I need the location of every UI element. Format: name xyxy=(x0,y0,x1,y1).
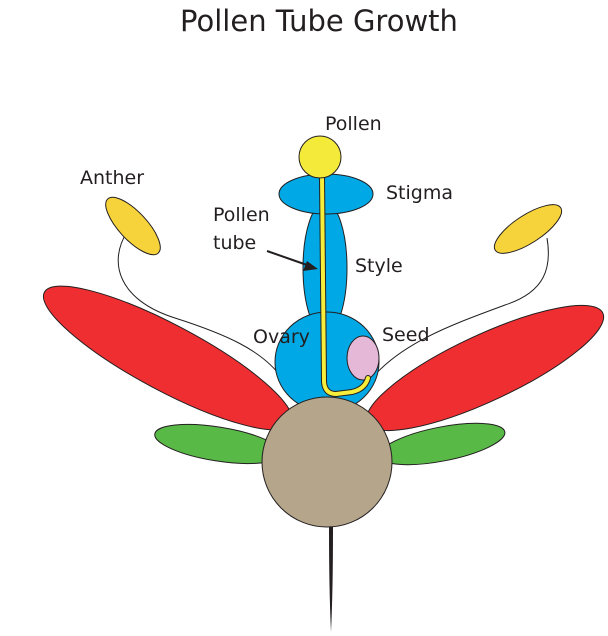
label-ovary: Ovary xyxy=(253,326,310,348)
label-style: Style xyxy=(355,255,403,277)
right-anther xyxy=(493,204,563,254)
pollen-tube-arrow-head xyxy=(303,261,318,271)
label-pollen-tube-line1: Pollen xyxy=(213,204,270,226)
label-anther: Anther xyxy=(80,167,144,189)
label-stigma: Stigma xyxy=(386,182,453,204)
left-filament xyxy=(117,231,283,379)
receptacle xyxy=(261,396,393,528)
label-seed: Seed xyxy=(382,324,430,346)
left-anther xyxy=(105,196,161,256)
stem xyxy=(329,527,333,632)
diagram-title: Pollen Tube Growth xyxy=(180,4,458,38)
left-petal xyxy=(42,285,294,431)
right-filament xyxy=(371,237,549,379)
pollen-tube-arrow-line xyxy=(266,250,308,266)
label-pollen: Pollen xyxy=(325,113,382,135)
seed xyxy=(346,335,380,381)
stigma xyxy=(278,173,374,215)
pollen-tube xyxy=(320,173,370,396)
pollen-grain xyxy=(298,135,342,179)
label-pollen-tube-line2: tube xyxy=(213,232,256,254)
